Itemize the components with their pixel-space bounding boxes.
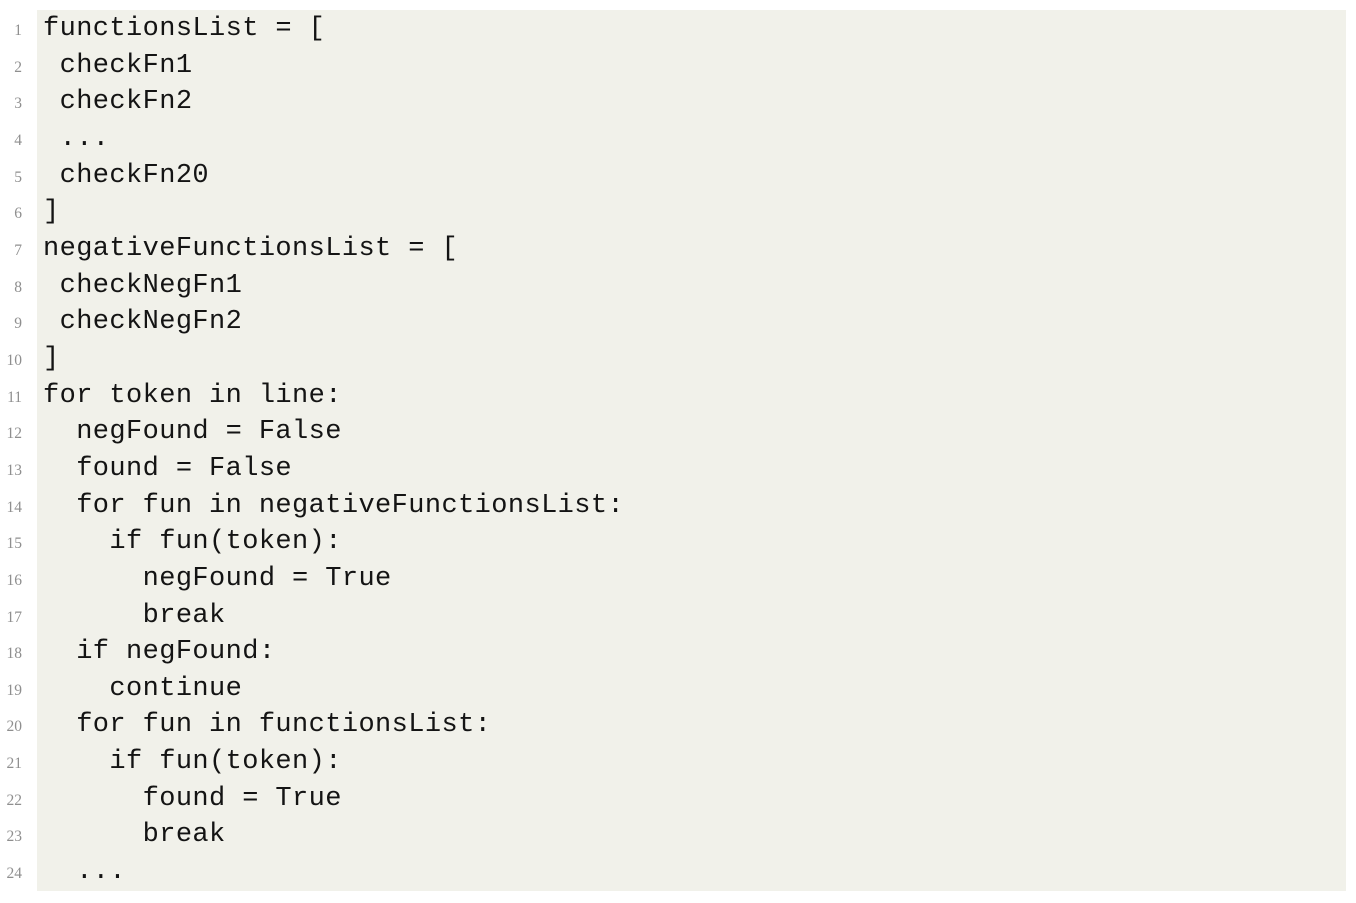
- line-number: 24: [6, 865, 23, 883]
- line-number: 15: [6, 535, 23, 553]
- line-number: 17: [6, 608, 23, 626]
- line-number: 7: [14, 241, 22, 259]
- code-listing-background: [37, 10, 1346, 891]
- code-text: checkFn2: [43, 87, 193, 118]
- code-text: negFound = True: [43, 563, 392, 594]
- code-text: for fun in functionsList:: [43, 710, 492, 741]
- code-line: 9 checkNegFn2: [0, 304, 1356, 341]
- code-text: break: [43, 600, 226, 631]
- line-number: 10: [6, 351, 23, 369]
- code-line: 23 break: [0, 817, 1356, 854]
- code-text: negFound = False: [43, 417, 342, 448]
- code-text: break: [43, 820, 226, 851]
- line-number: 6: [14, 205, 22, 223]
- code-line: 1 functionsList = [: [0, 11, 1356, 48]
- line-number: 23: [6, 828, 23, 846]
- line-number: 5: [14, 168, 22, 186]
- code-line: 22 found = True: [0, 781, 1356, 818]
- code-text: if negFound:: [43, 637, 276, 668]
- code-line: 24 ...: [0, 854, 1356, 891]
- code-text: ]: [43, 343, 60, 374]
- code-text: for token in line:: [43, 380, 342, 411]
- line-number: 1: [14, 22, 22, 39]
- code-line: 3 checkFn2: [0, 84, 1356, 121]
- line-number: 21: [6, 755, 23, 773]
- code-line: 11 for token in line:: [0, 378, 1356, 415]
- code-text: if fun(token):: [43, 527, 342, 558]
- code-text: functionsList = [: [43, 14, 326, 44]
- line-number: 2: [14, 58, 22, 76]
- code-line: 18 if negFound:: [0, 634, 1356, 671]
- line-number: 19: [6, 681, 23, 699]
- code-text: found = True: [43, 783, 342, 814]
- code-line: 14 for fun in negativeFunctionsList:: [0, 488, 1356, 525]
- code-text: ...: [43, 857, 127, 888]
- code-text: checkNegFn2: [43, 307, 243, 338]
- line-number: 3: [14, 95, 22, 113]
- code-text: ]: [43, 197, 60, 228]
- line-number: 4: [14, 131, 22, 149]
- code-line: 6]: [0, 194, 1356, 231]
- line-number: 8: [14, 278, 22, 296]
- line-number: 11: [7, 388, 22, 406]
- code-text: found = False: [43, 453, 293, 484]
- code-line: 19 continue: [0, 671, 1356, 708]
- line-number: 16: [6, 571, 23, 589]
- code-line: 4 ...: [0, 121, 1356, 158]
- code-line: 15 if fun(token):: [0, 524, 1356, 561]
- code-text: checkFn1: [43, 50, 193, 81]
- line-number: 18: [6, 645, 23, 663]
- code-line: 2 checkFn1: [0, 48, 1356, 85]
- line-number: 14: [6, 498, 23, 516]
- code-line: 13 found = False: [0, 451, 1356, 488]
- code-text: checkFn20: [43, 160, 210, 191]
- code-text: for fun in negativeFunctionsList:: [43, 490, 625, 521]
- code-line: 12 negFound = False: [0, 414, 1356, 451]
- code-text: ...: [43, 123, 110, 154]
- line-number: 20: [6, 718, 23, 736]
- code-text: if fun(token):: [43, 747, 342, 778]
- code-text: continue: [43, 673, 243, 704]
- line-number: 22: [6, 791, 23, 809]
- code-line: 16 negFound = True: [0, 561, 1356, 598]
- code-line: 21 if fun(token):: [0, 744, 1356, 781]
- code-line: 17 break: [0, 598, 1356, 635]
- code-line: 5 checkFn20: [0, 158, 1356, 195]
- line-number: 13: [6, 461, 23, 479]
- code-line: 8 checkNegFn1: [0, 268, 1356, 305]
- code-text: negativeFunctionsList = [: [43, 233, 459, 264]
- code-line: 10]: [0, 341, 1356, 378]
- code-line: 7 negativeFunctionsList = [: [0, 231, 1356, 268]
- line-number: 9: [14, 315, 22, 333]
- line-number: 12: [6, 425, 23, 443]
- code-line: 20 for fun in functionsList:: [0, 707, 1356, 744]
- code-text: checkNegFn1: [43, 270, 243, 301]
